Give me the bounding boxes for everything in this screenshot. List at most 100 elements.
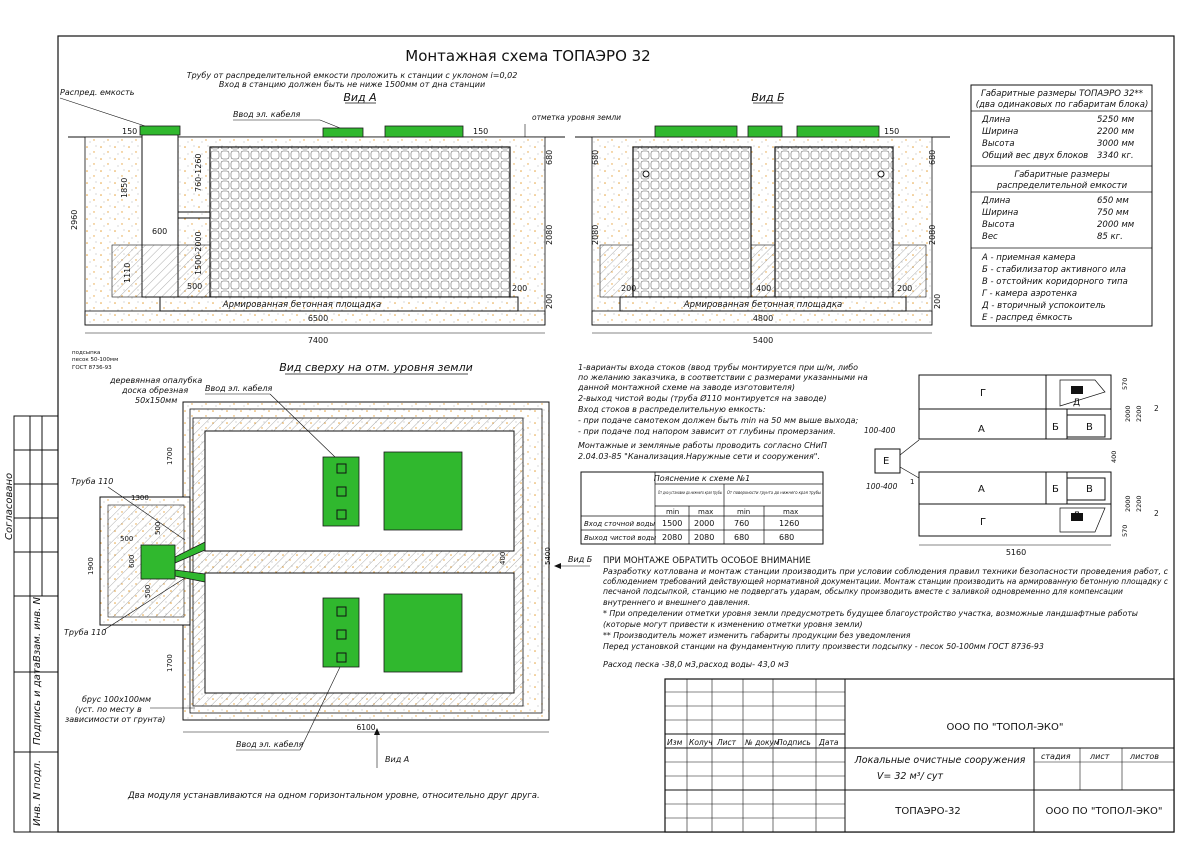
view-a-distrib-label: Распред. емкость [60,88,135,97]
sand-note-1: подсыпка [72,350,100,356]
attention-line-7: Перед установкой станции на фундаментную… [603,642,1044,651]
note-pipe-slope: Трубу от распределительной емкости проло… [187,71,518,80]
stamp-col-1: Колуч [689,738,713,747]
stamp-col-5: Дата [818,738,839,747]
note-1: по желанию заказчика, в соответствии с р… [578,373,868,382]
top-view: Вид сверху на отм. уровня земли деревянн… [64,361,593,801]
expl-min-2: min [737,508,750,516]
plan-label-e: Е [883,456,889,467]
top-dim-500-a: 500 [154,522,162,535]
stamp-sheet: лист [1089,752,1110,761]
note-9: 2.04.03-85 "Канализация.Наружные сети и … [578,452,820,461]
dim-b-400: 400 [756,284,771,293]
beam-3: зависимости от грунта) [65,715,165,724]
top-dim-6100: 6100 [356,723,375,732]
notes-block: 1-варианты входа стоков (ввод трубы монт… [577,363,868,461]
note-0: 1-варианты входа стоков (ввод трубы монт… [578,363,858,372]
dim-200-b: 200 [545,294,554,309]
dim-b-200-bottom: 200 [933,294,942,309]
expl-title: Пояснение к схеме №1 [654,474,751,483]
view-a-cable-label: Ввод эл. кабеля [233,110,300,119]
arrow-view-b: Вид Б [568,555,593,564]
dim-150-a: 150 [122,127,137,136]
beam-2: (уст. по месту в [75,705,142,714]
plan-label-a2: А [978,484,985,495]
dims-header-1: Габаритные размеры ТОПАЭРО 32** [981,89,1143,99]
attention-line-3: внутреннего и внешнего давления. [603,598,750,607]
dim-760: 760-1260 [194,153,203,192]
legend-5: Е - распред ёмкость [982,313,1073,323]
dimensions-table: Габаритные размеры ТОПАЭРО 32** (два оди… [970,84,1153,327]
beam-1: брус 100х100мм [82,695,151,704]
plan-label-v1: В [1086,422,1093,433]
top-view-block-lower [204,572,515,694]
plan-dim-2-a: 2 [1154,404,1159,413]
attention-heading: ПРИ МОНТАЖЕ ОБРАТИТЬ ОСОБОЕ ВНИМАНИЕ [603,556,811,566]
dims-row2-label-2: Высота [982,220,1015,230]
dim-b-680-left: 680 [591,150,600,165]
dim-b-2080-left: 2080 [591,225,600,245]
dim-6500: 6500 [308,314,328,323]
plan-label-g2: Г [980,517,986,528]
top-upper-small-lid [322,456,360,527]
legend-0: А - приемная камера [981,253,1076,263]
formwork-3: 50х150мм [135,396,177,405]
top-bottom-note: Два модуля устанавливаются на одном гори… [127,791,540,801]
attention-line-1: соблюдением требований действующей норма… [603,577,1169,586]
plan-label-v2: В [1086,484,1093,495]
plan-dim-100-b: 100-400 [866,482,898,491]
stamp-product-2: V= 32 м³/ сут [877,771,944,782]
view-b-title: Вид Б [751,91,784,104]
legend-3: Г - камера аэротенка [982,289,1077,299]
top-pipe-2: Труба 110 [64,628,106,637]
dims-header-2: (два одинаковых по габаритам блока) [976,100,1149,110]
attention-consumption: Расход песка -38,0 м3,расход воды- 43,0 … [603,660,789,669]
expl-col1: От дна установки до нижнего края трубы [658,490,722,496]
top-lower-small-lid [322,597,360,668]
top-distrib-tank [140,544,176,580]
view-b-lid-center [747,125,783,138]
plan-label-d2: Д [1073,511,1080,521]
dims-row1-value-3: 3340 кг. [1097,151,1134,161]
expl-row0-label: Вход сточной воды [584,520,656,528]
dims-row1-label-2: Высота [982,139,1015,149]
expl-row0-v0: 1500 [662,519,682,528]
expl-row1-v3: 680 [779,533,794,542]
note-inlet-depth: Вход в станцию должен быть не ниже 1500м… [219,80,485,89]
stamp-code: ТОПАЭРО-32 [894,806,961,817]
top-dim-600: 600 [128,555,136,568]
expl-row0-v1: 2000 [694,519,714,528]
view-a-station [209,146,511,298]
plan-dim-1: 1 [910,478,914,486]
plan-dim-5160: 5160 [1006,548,1026,557]
dim-b-5400: 5400 [753,336,773,345]
dim-1500: 1500-2000 [194,231,203,275]
dim-7400: 7400 [308,336,328,345]
dims-row2-label-3: Вес [982,232,998,242]
dim-680: 680 [545,150,554,165]
title-block: Изм Колуч Лист № докум Подпись Дата ООО … [664,678,1175,833]
dim-b-200-right: 200 [897,284,912,293]
stamp-col-4: Подпись [777,738,811,747]
view-b-lid-right [796,125,880,138]
dims-row1-label-3: Общий вес двух блоков [982,151,1088,161]
arrow-view-a: Вид А [385,755,409,764]
plan-label-a1: А [978,424,985,435]
view-b-lid-left [654,125,738,138]
dim-1850: 1850 [120,178,129,198]
dim-1110: 1110 [123,263,132,283]
attention-line-0: Разработку котлована и монтаж станции пр… [603,567,1169,576]
sand-note-2: песок 50-100мм [72,357,118,363]
expl-col2: От поверхности грунта до нижнего края тр… [727,490,821,496]
dims-row1-value-2: 3000 мм [1097,139,1135,149]
plan-diagram: Г А Б В Д А Б В Г Д Е 100-400 100-400 1 … [864,374,1159,557]
top-dim-500-c: 500 [144,585,152,598]
note-6: - при подаче под напором зависит от глуб… [578,427,836,436]
plan-label-d1: Д [1073,398,1080,408]
view-b-block-left [632,146,752,298]
top-cable-bottom: Ввод эл. кабеля [236,740,303,749]
plan-dim-400: 400 [1110,451,1118,463]
top-view-title: Вид сверху на отм. уровня земли [279,361,473,374]
stamp-company-2: ООО ПО "ТОПОЛ-ЭКО" [1045,806,1162,817]
